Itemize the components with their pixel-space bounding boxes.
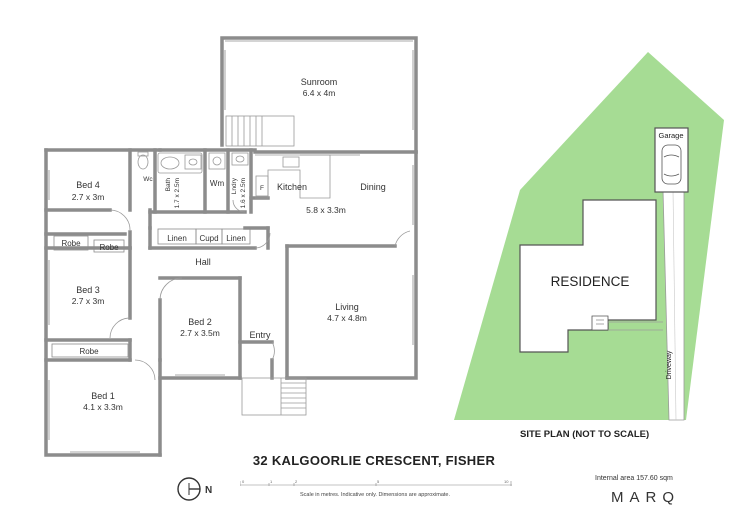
toilet-icon <box>137 154 149 170</box>
entry-stairs <box>241 377 307 416</box>
north-arrow: N <box>177 477 212 501</box>
bed2-label: Bed 2 <box>188 317 212 327</box>
brand-logo: MARQ <box>611 489 680 506</box>
fridge-icon <box>255 175 269 197</box>
hall-label: Hall <box>195 257 211 267</box>
scale-bar: 0 1 2 5 10 <box>240 479 512 486</box>
cupd-label: Cupd <box>199 234 218 243</box>
sunroom-dims: 6.4 x 4m <box>303 88 336 98</box>
wm-label: Wm <box>210 179 225 188</box>
sunroom-label: Sunroom <box>301 77 338 87</box>
scale-tick-2: 2 <box>295 479 298 484</box>
residence-footprint <box>519 199 657 353</box>
dining-label: Dining <box>360 182 386 192</box>
site-plan-title: SITE PLAN (NOT TO SCALE) <box>520 429 650 440</box>
robe-bed3-label: Robe <box>99 243 119 252</box>
driveway-label: Driveway <box>666 350 673 379</box>
linen1-label: Linen <box>167 234 187 243</box>
fixtures <box>137 151 331 199</box>
scale-disclaimer: Scale in metres. Indicative only. Dimens… <box>300 492 450 498</box>
property-address: 32 KALGOORLIE CRESCENT, FISHER <box>252 453 496 468</box>
lndry-dims: 1.6 x 2.5m <box>240 178 247 208</box>
bath-dims: 1.7 x 2.5m <box>174 178 181 208</box>
kitchen-label: Kitchen <box>277 182 307 192</box>
kitchen-sink-icon <box>282 156 300 168</box>
scale-tick-0: 0 <box>242 479 245 484</box>
north-label: N <box>205 485 212 496</box>
garage <box>654 127 689 193</box>
bed1-dims: 4.1 x 3.3m <box>83 402 123 412</box>
robe-bed4-label: Robe <box>61 239 81 248</box>
scale-tick-10: 10 <box>504 479 509 484</box>
kitchen-dining-dims: 5.8 x 3.3m <box>306 205 346 215</box>
living-dims: 4.7 x 4.8m <box>327 313 367 323</box>
bed4-dims: 2.7 x 3m <box>72 192 105 202</box>
internal-area: Internal area 157.60 sqm <box>595 475 673 482</box>
site-plan: RESIDENCE Garage Driveway <box>454 52 724 421</box>
scale-tick-1: 1 <box>270 479 273 484</box>
bed1-label: Bed 1 <box>91 391 115 401</box>
bathtub-icon <box>157 152 203 174</box>
wc-label: Wc <box>143 176 153 183</box>
lndry-label: Lndry <box>231 177 238 194</box>
sunroom-stairs <box>225 115 295 147</box>
residence-label: RESIDENCE <box>551 274 630 289</box>
fridge-label: F <box>260 185 264 192</box>
bed3-label: Bed 3 <box>76 285 100 295</box>
laundry-sink-icon <box>231 152 249 166</box>
scale-tick-5: 5 <box>377 479 380 484</box>
bath-label: Bath <box>165 178 172 192</box>
bed2-dims: 2.7 x 3.5m <box>180 328 220 338</box>
room-labels: Sunroom 6.4 x 4m Bed 4 2.7 x 3m Wc Bath … <box>51 77 386 412</box>
entry-label: Entry <box>249 330 271 340</box>
car-icon <box>661 144 682 185</box>
washing-machine-icon <box>208 152 226 170</box>
garage-label: Garage <box>658 131 683 140</box>
bed4-label: Bed 4 <box>76 180 100 190</box>
linen2-label: Linen <box>226 234 246 243</box>
doors <box>109 199 411 381</box>
living-label: Living <box>335 302 359 312</box>
robe-bed1-label: Robe <box>79 347 99 356</box>
bed3-dims: 2.7 x 3m <box>72 296 105 306</box>
